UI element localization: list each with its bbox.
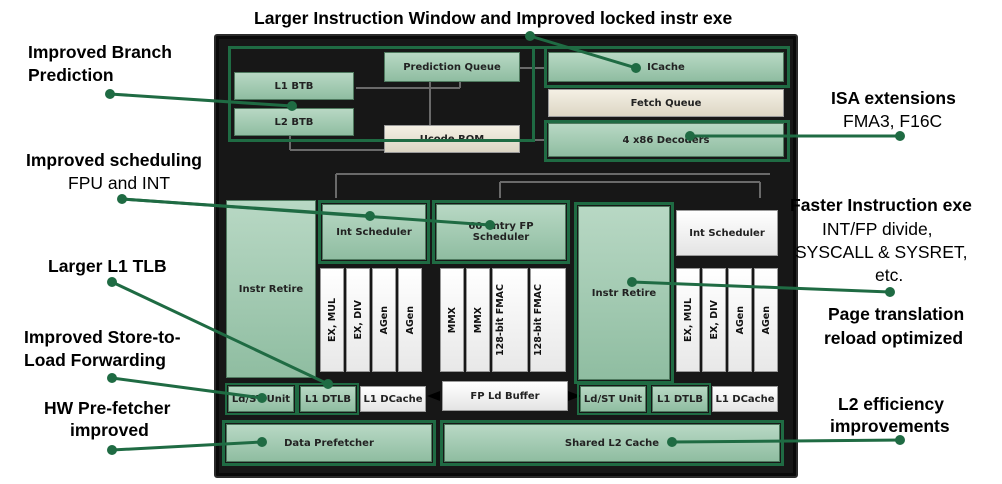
ldst-unit-right: Ld/ST Unit bbox=[580, 386, 646, 412]
fp-scheduler: 60 entry FP Scheduler bbox=[436, 204, 566, 260]
exec-agen-left-1: AGen bbox=[372, 268, 396, 372]
exec-mmx-1: MMX bbox=[440, 268, 464, 372]
callout-tlb: Larger L1 TLB bbox=[48, 256, 167, 276]
callout-stl-line2: Load Forwarding bbox=[24, 350, 166, 370]
callout-pf-line2: improved bbox=[70, 420, 149, 440]
int-scheduler-right: Int Scheduler bbox=[676, 210, 778, 256]
callout-fast-line1: Faster Instruction exe bbox=[790, 195, 972, 215]
x86-decoders: 4 x86 Decoders bbox=[548, 123, 784, 157]
callout-isa-line1: ISA extensions bbox=[831, 88, 956, 108]
callout-instr-window: Larger Instruction Window and Improved l… bbox=[254, 8, 733, 28]
callout-stl-line1: Improved Store-to- bbox=[24, 327, 181, 347]
exec-mmx-2: MMX bbox=[466, 268, 490, 372]
callout-fast-line2: INT/FP divide, bbox=[822, 219, 933, 239]
icache: ICache bbox=[548, 52, 784, 82]
callout-dot bbox=[525, 31, 535, 41]
callout-ptr-line1: Page translation bbox=[828, 304, 965, 324]
exec-ex-div-left: EX, DIV bbox=[346, 268, 370, 372]
exec-fmac-2: 128-bit FMAC bbox=[530, 268, 566, 372]
fetch-queue: Fetch Queue bbox=[548, 89, 784, 117]
callout-sched-line2: FPU and INT bbox=[68, 173, 171, 193]
callout-branch-line2: Prediction bbox=[28, 65, 114, 85]
fp-ld-buffer: FP Ld Buffer bbox=[442, 381, 568, 411]
exec-ex-mul-left: EX, MUL bbox=[320, 268, 344, 372]
exec-agen-left-2: AGen bbox=[398, 268, 422, 372]
callout-pf-line1: HW Pre-fetcher bbox=[44, 398, 171, 418]
callout-ptr-line2: reload optimized bbox=[824, 328, 964, 348]
prediction-queue: Prediction Queue bbox=[384, 52, 520, 82]
l1-dtlb-right: L1 DTLB bbox=[652, 386, 708, 412]
l1-dcache-right: L1 DCache bbox=[712, 386, 778, 412]
callout-l2-line1: L2 efficiency bbox=[838, 394, 945, 414]
exec-agen-right-2: AGen bbox=[754, 268, 778, 372]
callout-fast-line4: etc. bbox=[875, 265, 904, 285]
l1-btb: L1 BTB bbox=[234, 72, 354, 100]
callout-fast-line3: SYSCALL & SYSRET, bbox=[795, 242, 968, 262]
callout-l2-line2: improvements bbox=[830, 416, 950, 436]
callout-sched-line1: Improved scheduling bbox=[26, 150, 202, 170]
callout-branch-line1: Improved Branch bbox=[28, 42, 172, 62]
l1-dtlb-left: L1 DTLB bbox=[300, 386, 356, 412]
instr-retire-left: Instr Retire bbox=[226, 200, 316, 378]
exec-fmac-1: 128-bit FMAC bbox=[492, 268, 528, 372]
l1-dcache-left: L1 DCache bbox=[360, 386, 426, 412]
callout-isa-line2: FMA3, F16C bbox=[843, 111, 943, 131]
instr-retire-right: Instr Retire bbox=[578, 206, 670, 380]
